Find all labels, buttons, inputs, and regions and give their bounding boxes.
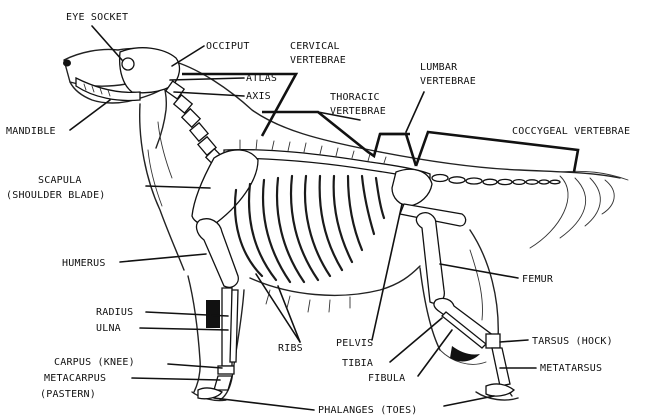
lumbar-bracket [380,134,416,166]
label-tibia: TIBIA [342,358,373,369]
label-scapula-1: SCAPULA [38,175,82,186]
label-atlas: ATLAS [246,73,277,84]
label-lumbar-1: LUMBAR [420,62,458,73]
label-eye-socket: EYE SOCKET [66,12,128,23]
label-metatarsus: METATARSUS [540,363,602,374]
label-lumbar-2: VERTEBRAE [420,76,476,87]
label-humerus: HUMERUS [62,258,106,269]
label-fibula: FIBULA [368,373,405,384]
label-scapula-2: (SHOULDER BLADE) [6,190,106,201]
label-phalanges: PHALANGES (TOES) [318,405,418,416]
skeleton [76,48,560,399]
label-axis: AXIS [246,91,271,102]
label-radius: RADIUS [96,307,133,318]
label-metacarpus-1: METACARPUS [44,373,106,384]
label-occiput: OCCIPUT [206,41,250,52]
label-femur: FEMUR [522,274,554,285]
label-ulna: ULNA [96,323,121,334]
label-cervical-1: CERVICAL [290,41,340,52]
label-metacarpus-2: (PASTERN) [40,389,96,400]
label-coccygeal: COCCYGEAL VERTEBRAE [512,126,630,137]
label-cervical-2: VERTEBRAE [290,55,346,66]
label-carpus: CARPUS (KNEE) [54,357,135,368]
coccygeal-bracket [416,132,578,172]
label-ribs: RIBS [278,343,303,354]
rib-cage [235,176,384,282]
label-thoracic-2: VERTEBRAE [330,106,386,117]
coccygeal-bones [432,175,560,185]
label-tarsus: TARSUS (HOCK) [532,336,613,347]
label-pelvis: PELVIS [336,338,373,349]
label-thoracic-1: THORACIC [330,92,380,103]
label-mandible: MANDIBLE [6,126,56,137]
labels: EYE SOCKET OCCIPUT CERVICAL VERTEBRAE AT… [6,12,630,416]
